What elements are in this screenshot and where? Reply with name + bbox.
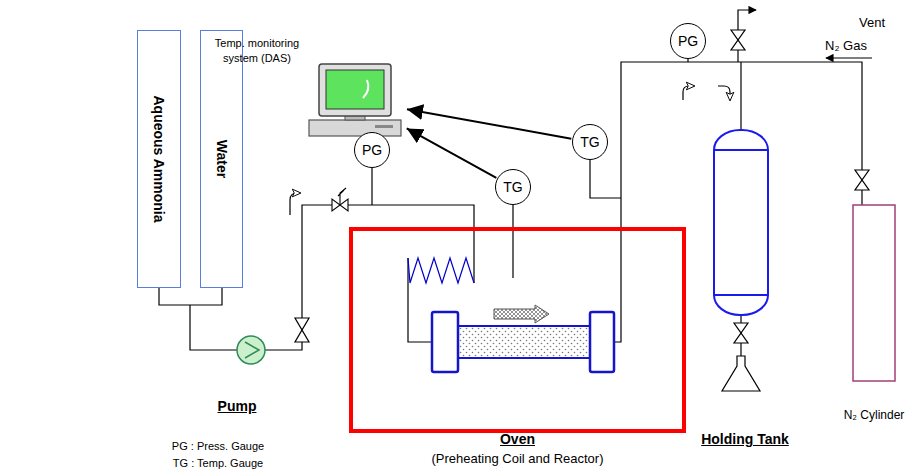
cylinder-label: N₂ Cylinder xyxy=(844,408,905,422)
feed-tank: Aqueous Ammonia xyxy=(137,30,181,288)
relief-valve-symbol xyxy=(332,188,348,211)
preheating-coil xyxy=(408,258,474,283)
feed-tank: Water xyxy=(200,30,243,288)
gauge-circle: TG xyxy=(495,169,531,205)
key-note: PG : Press. Gauge xyxy=(172,440,264,452)
gauge-circle: PG xyxy=(354,132,390,168)
vent-label: Vent xyxy=(859,15,885,30)
gas-cylinder xyxy=(853,205,895,381)
collection-flask xyxy=(722,356,760,391)
oven-box: Oven(Preheating Coil and Reactor) xyxy=(349,227,686,433)
computer-icon xyxy=(305,62,405,138)
gauge-circle: TG xyxy=(572,124,608,160)
tank-label: Water xyxy=(214,140,230,178)
holding-tank xyxy=(714,130,768,315)
pipework xyxy=(159,10,862,356)
gauge-circle: PG xyxy=(670,23,706,59)
gauge-tag: TG xyxy=(503,180,522,194)
section-label: Holding Tank xyxy=(701,431,789,447)
tank-label: Aqueous Ammonia xyxy=(151,95,167,222)
section-label: Oven xyxy=(353,431,682,447)
gas-label: N₂ Gas xyxy=(825,38,867,53)
pump-symbol xyxy=(245,342,259,358)
valve-symbol xyxy=(295,30,869,343)
gauge-tag: PG xyxy=(678,34,698,48)
gas-flow-arrow xyxy=(826,57,872,58)
computer-icon: Temp. monitoring system (DAS) xyxy=(305,62,405,138)
section-subtitle: (Preheating Coil and Reactor) xyxy=(353,451,682,466)
reactor xyxy=(432,312,614,372)
signal-arrow xyxy=(407,109,571,138)
section-label: Pump xyxy=(218,398,257,414)
gauge-tag: PG xyxy=(362,143,382,157)
signal-arrow xyxy=(407,128,497,177)
flow-direction-arrow xyxy=(494,305,549,323)
gauge-tag: TG xyxy=(580,135,599,149)
pump-symbol xyxy=(237,336,265,364)
key-note: TG : Temp. Gauge xyxy=(173,457,263,469)
system-label: Temp. monitoring system (DAS) xyxy=(213,36,301,66)
